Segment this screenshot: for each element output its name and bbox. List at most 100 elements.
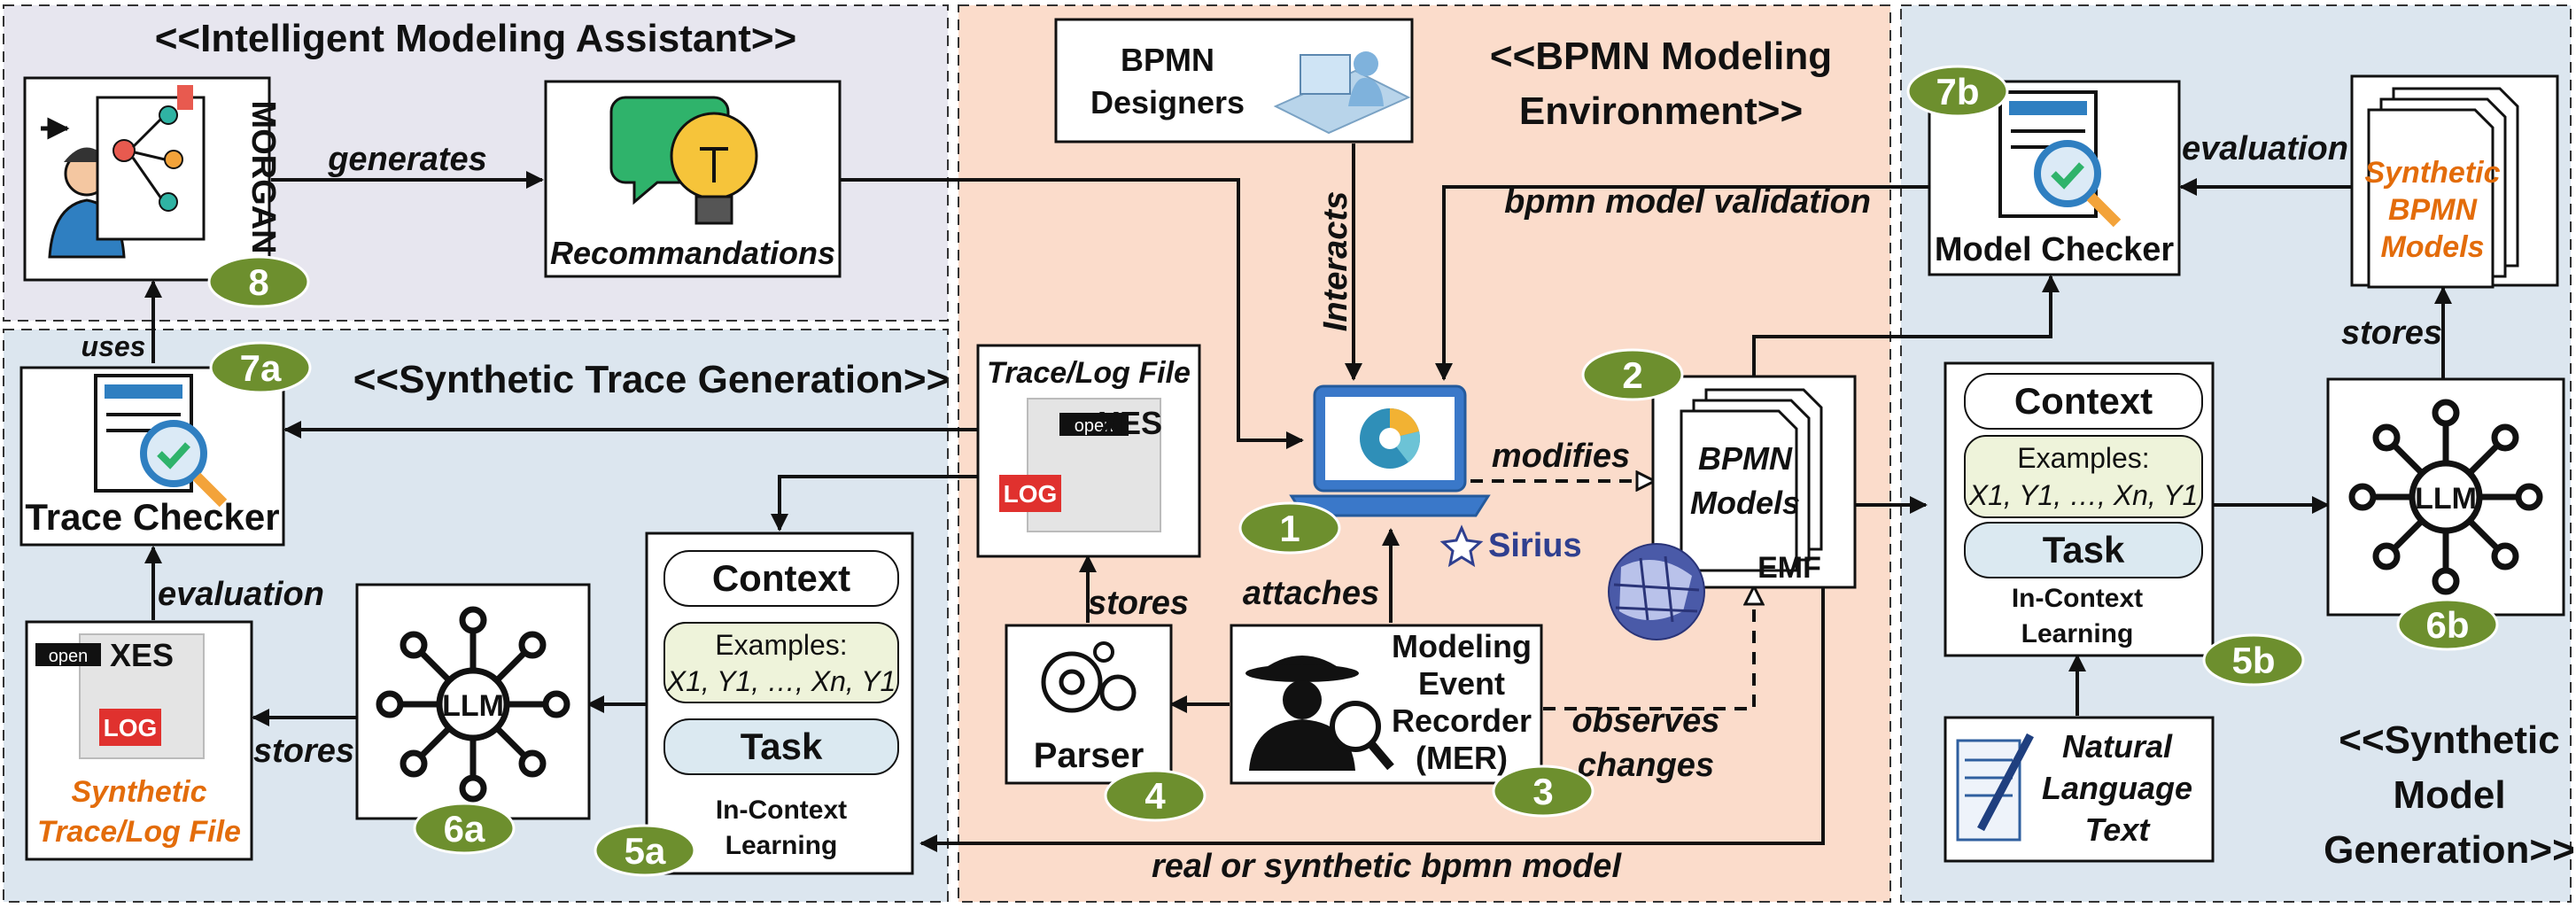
label-evaluation-trace: evaluation <box>158 576 324 613</box>
label-observes: observes <box>1572 702 1720 740</box>
synthetic-trace-title: <<Synthetic Trace Generation>> <box>353 358 950 401</box>
xes-log-document-icon-2: open XES LOG <box>35 633 205 759</box>
bpmn-env-title-line1: <<BPMN Modeling <box>1490 35 1832 78</box>
trace-log-file-label: Trace/Log File <box>987 356 1191 390</box>
examples-seq-5b: X1, Y1, …, Xn, Y1 <box>1968 479 2199 511</box>
morgan-node: MORGAN <box>23 76 282 282</box>
llm-label-6a: LLM <box>442 689 504 723</box>
label-real-or-synthetic: real or synthetic bpmn model <box>1152 848 1622 885</box>
task-label-5a: Task <box>741 726 823 767</box>
badge-4: 4 <box>1104 769 1207 822</box>
parser-node: Parser <box>1005 624 1173 785</box>
model-checker-node: Model Checker <box>1928 80 2181 276</box>
natural-language-label-line3: Text <box>2085 811 2152 848</box>
synthetic-bpmn-label-line3: Models <box>2380 230 2484 264</box>
svg-text:3: 3 <box>1532 771 1553 812</box>
trace-checker-label: Trace Checker <box>25 496 279 538</box>
edge-labels: generates uses Interacts bpmn model vali… <box>81 130 2443 885</box>
designers-label-line2: Designers <box>1090 84 1245 120</box>
recommendations-node: Recommandations <box>544 80 842 278</box>
synthetic-trace-label-line2: Trace/Log File <box>37 815 241 849</box>
log-text-2: LOG <box>104 714 158 741</box>
badge-7a: 7a <box>209 341 312 394</box>
xes-text: XES <box>1098 405 1162 441</box>
synthetic-model-title-line2: Model <box>2393 773 2505 817</box>
parser-label: Parser <box>1034 736 1144 775</box>
label-uses: uses <box>81 330 146 362</box>
bpmn-models-node: BPMN Models EMF <box>1608 375 1857 640</box>
task-label-5b: Task <box>2043 529 2125 570</box>
svg-text:7b: 7b <box>1936 71 1979 113</box>
natural-language-label-line1: Natural <box>2062 728 2173 764</box>
label-interacts: Interacts <box>1317 191 1354 331</box>
lightbulb-chat-icon <box>609 96 758 225</box>
llm-label-6b: LLM <box>2415 482 2477 516</box>
svg-text:4: 4 <box>1144 775 1166 817</box>
document-pen-icon <box>1956 733 2034 842</box>
examples-seq-5a: X1, Y1, …, Xn, Y1 <box>666 665 896 697</box>
xes-log-document-icon: open XES LOG <box>999 398 1162 532</box>
synthetic-bpmn-label-line1: Synthetic <box>2364 156 2500 190</box>
edge-recommendations-to-laptop <box>840 178 1304 449</box>
label-stores-trace: stores <box>253 733 354 770</box>
badge-8: 8 <box>207 255 310 308</box>
llm-network-icon <box>376 606 570 803</box>
label-attaches: attaches <box>1243 575 1379 612</box>
morgan-icon <box>41 85 206 259</box>
gears-icon <box>1041 641 1137 713</box>
edge-emf-to-model-checker <box>1752 275 2060 376</box>
svg-text:6a: 6a <box>444 808 485 850</box>
emf-label: EMF <box>1757 551 1821 585</box>
badges: 1 2 3 4 5a 5b 6a 6b 7a 7b 8 <box>207 65 2499 877</box>
edge-observes-changes <box>1543 586 1754 710</box>
sirius-logo-icon <box>1439 524 1484 568</box>
synthetic-bpmn-label-line2: BPMN <box>2388 193 2479 227</box>
mer-label-line4: (MER) <box>1416 740 1508 776</box>
badge-5b: 5b <box>2202 633 2305 687</box>
edges <box>144 144 2452 852</box>
svg-text:6b: 6b <box>2425 604 2469 646</box>
label-generates: generates <box>327 141 487 178</box>
label-bpmn-model-validation: bpmn model validation <box>1504 183 1871 221</box>
mer-label-line2: Event <box>1418 665 1505 702</box>
natural-language-text-node: Natural Language Text <box>1944 716 2215 863</box>
synthetic-trace-label-line1: Synthetic <box>71 775 206 809</box>
mer-label-line3: Recorder <box>1392 702 1532 739</box>
badge-7b: 7b <box>1906 65 2009 118</box>
prompt-box-5b: Context Examples: X1, Y1, …, Xn, Y1 Task… <box>1944 361 2215 657</box>
context-label-5a: Context <box>712 557 850 599</box>
morgan-label: MORGAN <box>244 100 282 253</box>
bpmn-models-label-line2: Models <box>1690 485 1800 521</box>
svg-text:1: 1 <box>1279 508 1300 549</box>
mer-node: Modeling Event Recorder (MER) <box>1230 624 1543 785</box>
examples-label-5b: Examples: <box>2017 442 2149 474</box>
trace-log-file-node: Trace/Log File open XES LOG <box>976 344 1201 558</box>
natural-language-label-line2: Language <box>2042 770 2192 806</box>
checklist-magnifier-icon-2 <box>1998 90 2122 228</box>
icl-label-5b-line2: Learning <box>2021 619 2134 648</box>
edge-log-to-context <box>771 475 978 532</box>
label-evaluation-model: evaluation <box>2182 130 2348 167</box>
checklist-magnifier-icon <box>94 374 228 508</box>
llm-node-6a: LLM <box>355 583 591 820</box>
label-stores-synthetic-bpmn: stores <box>2341 314 2442 352</box>
badge-2: 2 <box>1581 348 1684 401</box>
svg-text:5b: 5b <box>2231 640 2275 681</box>
badge-6a: 6a <box>413 802 516 855</box>
synthetic-bpmn-models-node: Synthetic BPMN Models <box>2350 74 2559 289</box>
label-stores-log: stores <box>1088 585 1189 622</box>
trace-checker-node: Trace Checker <box>19 366 285 547</box>
emf-globe-icon <box>1608 543 1705 640</box>
svg-text:8: 8 <box>248 261 268 303</box>
mer-label-line1: Modeling <box>1392 628 1532 664</box>
laptop-node: Sirius <box>1289 384 1582 568</box>
edge-bpmn-model-validation <box>1435 185 1929 381</box>
log-text: LOG <box>1004 480 1058 508</box>
examples-label-5a: Examples: <box>715 629 847 661</box>
svg-text:7a: 7a <box>240 347 282 389</box>
badge-1: 1 <box>1238 501 1341 555</box>
laptop-icon <box>1289 384 1491 517</box>
prompt-box-5a: Context Examples: X1, Y1, …, Xn, Y1 Task… <box>645 532 914 875</box>
context-label-5b: Context <box>2014 380 2153 422</box>
xes-open-text-2: open <box>49 647 89 666</box>
